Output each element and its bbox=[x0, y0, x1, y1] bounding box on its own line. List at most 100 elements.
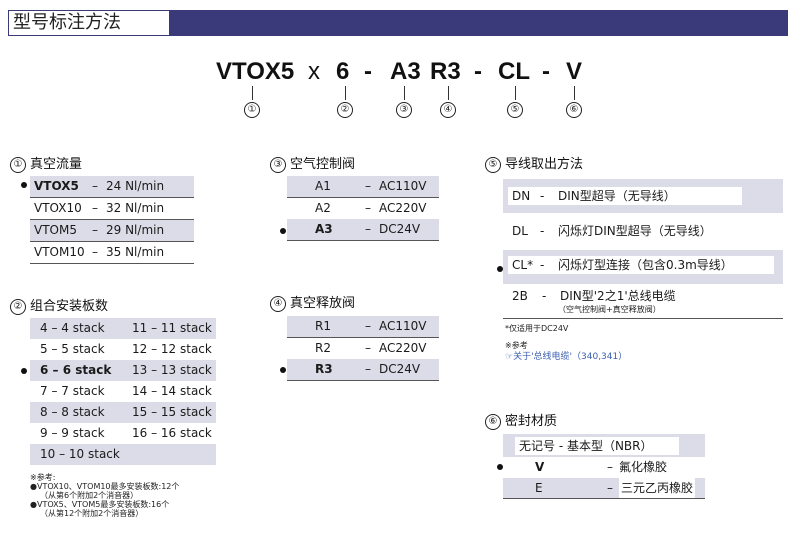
selected-bullet bbox=[21, 182, 27, 188]
sec6-row-e: E–三元乙丙橡胶 bbox=[503, 478, 705, 498]
sep: – bbox=[92, 201, 98, 215]
marker-1: ① bbox=[244, 102, 260, 118]
stack-cell: 9 – 9 stack bbox=[40, 426, 105, 440]
sec5-row-dl: DL-闪烁灯DIN型超导（无导线） bbox=[508, 222, 768, 240]
marker-6: ⑥ bbox=[566, 102, 582, 118]
marker-line bbox=[515, 86, 516, 100]
sec5-heading: ⑤ 导线取出方法 bbox=[485, 157, 583, 173]
desc: DC24V bbox=[379, 362, 421, 376]
model-part-dash: - bbox=[542, 58, 550, 85]
sep: – bbox=[365, 179, 371, 193]
code: V bbox=[535, 460, 545, 474]
sep: – bbox=[92, 245, 98, 259]
sep: – bbox=[607, 481, 613, 495]
model-part-dash: - bbox=[474, 58, 482, 85]
sec2-title: 组合安装板数 bbox=[30, 299, 109, 314]
desc: DIN型'2之1'总线电缆 bbox=[560, 289, 676, 303]
desc: 闪烁灯型连接（包含0.3m导线） bbox=[558, 258, 733, 272]
sep: – bbox=[365, 362, 371, 376]
model-part-seal: V bbox=[566, 58, 583, 85]
sec1-row: VTOM5 – 29 Nl/min bbox=[30, 220, 194, 242]
sec6-number: ⑥ bbox=[485, 414, 501, 430]
code: VTOM10 bbox=[34, 245, 85, 259]
marker-line bbox=[574, 86, 575, 100]
sec1-table: VTOX5 – 24 Nl/min VTOX10 – 32 Nl/min VTO… bbox=[30, 176, 194, 264]
code: R1 bbox=[315, 319, 331, 333]
divider bbox=[503, 498, 705, 499]
note-line: *仅适用于DC24V bbox=[505, 324, 569, 333]
marker-5: ⑤ bbox=[507, 102, 523, 118]
stack-cell: 14 – 14 stack bbox=[132, 384, 212, 398]
sec3-row: A1 –AC110V bbox=[287, 176, 439, 198]
desc: AC110V bbox=[379, 319, 427, 333]
desc: 24 Nl/min bbox=[106, 179, 165, 193]
desc: 氟化橡胶 bbox=[619, 460, 668, 474]
selected-bullet bbox=[21, 368, 27, 374]
stack-cell: 7 – 7 stack bbox=[40, 384, 105, 398]
note-line: ※参考: bbox=[30, 473, 56, 482]
desc: DC24V bbox=[379, 222, 421, 236]
sec4-title: 真空释放阀 bbox=[290, 296, 356, 311]
model-part-stack: 6 bbox=[336, 58, 350, 85]
code: A3 bbox=[315, 222, 333, 236]
code: R2 bbox=[315, 341, 331, 355]
sep: – bbox=[365, 341, 371, 355]
sec5-number: ⑤ bbox=[485, 157, 501, 173]
sep: – bbox=[92, 223, 98, 237]
marker-2: ② bbox=[337, 102, 353, 118]
marker-line bbox=[345, 86, 346, 100]
sec1-row: VTOM10 – 35 Nl/min bbox=[30, 242, 194, 264]
sec2-row: 7 – 7 stack 14 – 14 stack bbox=[30, 381, 216, 402]
sec2-row: 10 – 10 stack bbox=[30, 444, 216, 465]
selected-bullet bbox=[280, 228, 286, 234]
marker-line bbox=[252, 86, 253, 100]
stack-cell: 10 – 10 stack bbox=[40, 447, 120, 461]
note-line: ●VTOX10、VTOM10最多安装板数:12个 bbox=[30, 482, 180, 491]
sec1-row: VTOX5 – 24 Nl/min bbox=[30, 176, 194, 198]
desc: 三元乙丙橡胶 bbox=[619, 478, 696, 498]
sep: – bbox=[365, 319, 371, 333]
marker-3: ③ bbox=[396, 102, 412, 118]
stack-cell: 5 – 5 stack bbox=[40, 342, 105, 356]
sep: – bbox=[365, 201, 371, 215]
sec4-number: ④ bbox=[270, 296, 286, 312]
code: VTOX10 bbox=[34, 201, 82, 215]
stack-cell: 13 – 13 stack bbox=[132, 363, 212, 377]
sec6-row-v: V–氟化橡胶 bbox=[503, 457, 705, 478]
sep: - bbox=[540, 189, 545, 203]
sep: – bbox=[92, 179, 98, 193]
sec5-title: 导线取出方法 bbox=[505, 157, 584, 172]
sec1-heading: ① 真空流量 bbox=[10, 157, 82, 173]
stack-cell: 6 – 6 stack bbox=[40, 363, 112, 377]
model-part-wiring: CL bbox=[498, 58, 530, 85]
sec6-heading: ⑥ 密封材质 bbox=[485, 414, 557, 430]
code: A2 bbox=[315, 201, 331, 215]
sec5-row-dn: DN-DIN型超导（无导线） bbox=[508, 187, 742, 205]
sec1-number: ① bbox=[10, 157, 26, 173]
desc: AC110V bbox=[379, 179, 427, 193]
desc: 35 Nl/min bbox=[106, 245, 165, 259]
sec5-row-cl: CL*-闪烁灯型连接（包含0.3m导线） bbox=[508, 256, 774, 274]
stack-cell: 15 – 15 stack bbox=[132, 405, 212, 419]
model-part-valve: A3 bbox=[390, 58, 421, 85]
reference-link[interactable]: ☞关于'总线电缆'（340,341） bbox=[505, 352, 628, 362]
sec1-row: VTOX10 – 32 Nl/min bbox=[30, 198, 194, 220]
selected-bullet bbox=[497, 266, 503, 272]
code: R3 bbox=[315, 362, 333, 376]
code: VTOM5 bbox=[34, 223, 77, 237]
sec3-number: ③ bbox=[270, 157, 286, 173]
divider bbox=[503, 318, 783, 319]
code: DN bbox=[512, 189, 531, 203]
code: A1 bbox=[315, 179, 331, 193]
sec3-title: 空气控制阀 bbox=[290, 157, 356, 172]
sub-note: （空气控制阀+真空释放阀） bbox=[558, 305, 661, 314]
code: DL bbox=[512, 224, 528, 238]
marker-line bbox=[448, 86, 449, 100]
sec6-row-default: 无记号 - 基本型（NBR） bbox=[515, 437, 679, 455]
note-line: ※参考 bbox=[505, 341, 528, 350]
sec5-row-2b: 2B-DIN型'2之1'总线电缆 bbox=[508, 288, 768, 304]
desc: 29 Nl/min bbox=[106, 223, 165, 237]
sec3-row: A2–AC220V bbox=[287, 198, 439, 219]
